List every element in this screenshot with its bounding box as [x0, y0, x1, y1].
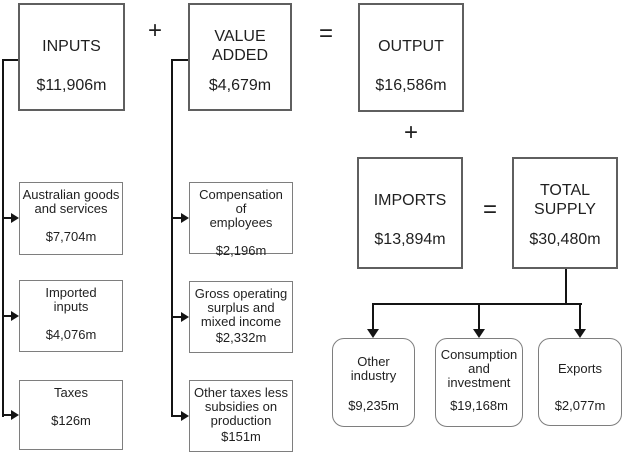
taxes-value: $126m — [51, 413, 91, 428]
value-added-value: $4,679m — [208, 77, 272, 94]
total-supply-title: TOTAL SUPPLY — [534, 182, 596, 218]
plus-operator-right: + — [403, 119, 418, 146]
inputs-arrow-line-1 — [2, 217, 12, 219]
plus-operator-top: + — [147, 17, 162, 44]
inputs-branch-stub — [2, 59, 18, 61]
imported-inputs-value: $4,076m — [45, 327, 97, 342]
other-industry-title: Other industry — [350, 354, 397, 383]
value-added-branch-stub — [171, 59, 188, 61]
exports-title: Exports — [557, 361, 603, 376]
inputs-branch-line — [2, 59, 4, 417]
inputs-title: INPUTS — [42, 37, 101, 55]
arrow-right-icon — [181, 411, 189, 421]
other-taxes-box: Other taxes less subsidies on production… — [189, 380, 293, 452]
value-added-box: VALUE ADDED $4,679m — [188, 3, 292, 111]
destination-arrow-line-3 — [579, 303, 581, 330]
gross-operating-surplus-box: Gross operating surplus and mixed income… — [189, 281, 293, 353]
imports-box: IMPORTS $13,894m — [357, 157, 463, 269]
equals-operator-top: = — [318, 20, 333, 47]
value-added-branch-line — [171, 59, 173, 417]
australian-goods-box: Australian goods and services $7,704m — [19, 182, 123, 255]
equals-operator-right: = — [482, 196, 497, 223]
gross-operating-surplus-value: $2,332m — [215, 330, 267, 345]
consumption-investment-value: $19,168m — [450, 398, 508, 413]
destination-arrow-line-2 — [478, 303, 480, 330]
other-industry-value: $9,235m — [348, 398, 399, 413]
compensation-box: Compensation of employees $2,196m — [189, 182, 293, 258]
arrow-down-icon — [574, 329, 586, 338]
australian-goods-value: $7,704m — [45, 229, 97, 244]
inputs-value: $11,906m — [36, 77, 107, 94]
arrow-right-icon — [11, 311, 19, 321]
other-taxes-value: $151m — [221, 429, 261, 444]
inputs-arrow-line-3 — [2, 414, 12, 416]
output-title: OUTPUT — [378, 37, 444, 55]
imported-inputs-box: Imported inputs $4,076m — [19, 280, 123, 352]
consumption-investment-title: Consumption and investment — [440, 347, 518, 390]
arrow-right-icon — [181, 213, 189, 223]
imports-title: IMPORTS — [373, 191, 447, 209]
inputs-box: INPUTS $11,906m — [18, 3, 125, 111]
other-taxes-title: Other taxes less subsidies on production — [194, 385, 288, 428]
other-industry-box: Other industry $9,235m — [332, 338, 415, 427]
output-box: OUTPUT $16,586m — [358, 3, 464, 112]
taxes-title: Taxes — [54, 385, 88, 400]
arrow-right-icon — [11, 213, 19, 223]
imported-inputs-title: Imported inputs — [45, 285, 97, 314]
arrow-right-icon — [11, 410, 19, 420]
destination-arrow-line-1 — [372, 303, 374, 330]
total-supply-box: TOTAL SUPPLY $30,480m — [512, 157, 618, 269]
exports-box: Exports $2,077m — [538, 338, 622, 426]
imports-value: $13,894m — [374, 231, 446, 248]
value-added-title: VALUE ADDED — [211, 28, 268, 64]
total-supply-value: $30,480m — [529, 231, 601, 248]
arrow-down-icon — [473, 329, 485, 338]
compensation-value: $2,196m — [215, 243, 267, 258]
output-value: $16,586m — [375, 77, 447, 94]
value-added-arrow-line-3 — [171, 415, 181, 417]
value-added-arrow-line-1 — [171, 217, 181, 219]
total-supply-branch-stub — [565, 269, 567, 305]
australian-goods-title: Australian goods and services — [22, 187, 120, 216]
exports-value: $2,077m — [554, 398, 606, 413]
compensation-title: Compensation of employees — [199, 187, 283, 230]
consumption-investment-box: Consumption and investment $19,168m — [435, 338, 523, 427]
taxes-box: Taxes $126m — [19, 380, 123, 450]
value-added-arrow-line-2 — [171, 316, 181, 318]
gross-operating-surplus-title: Gross operating surplus and mixed income — [194, 286, 288, 329]
arrow-down-icon — [367, 329, 379, 338]
inputs-arrow-line-2 — [2, 315, 12, 317]
total-supply-branch-line — [372, 303, 582, 305]
arrow-right-icon — [181, 312, 189, 322]
